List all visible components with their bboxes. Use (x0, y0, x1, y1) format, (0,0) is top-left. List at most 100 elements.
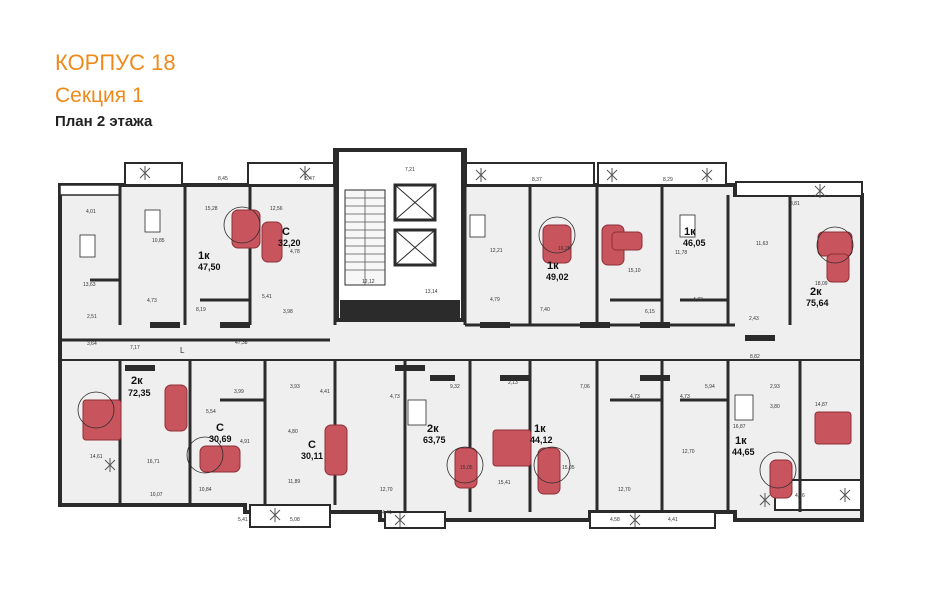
apt-type: 1к (198, 250, 210, 262)
room-area: 12,21 (490, 248, 503, 254)
sofa-icon (231, 209, 261, 249)
room-area: 11,78 (675, 250, 687, 256)
room-area: 4,41 (668, 517, 678, 523)
room-area: 47,38 (235, 340, 248, 346)
floor-title: План 2 этажа (55, 113, 153, 130)
apt-area: 75,64 (806, 298, 829, 308)
room-area: 4,41 (320, 389, 330, 395)
bed-icon (611, 231, 643, 251)
room-area: 15,41 (498, 480, 511, 486)
bed-icon (82, 399, 122, 441)
apt-area: 44,12 (530, 435, 553, 445)
room-area: 10,84 (199, 487, 212, 493)
room-area: 18,09 (815, 281, 828, 287)
sofa-icon (199, 445, 241, 473)
apt-area: 30,11 (301, 451, 323, 461)
room-area: 10,07 (150, 492, 163, 498)
sofa-icon (826, 253, 850, 283)
room-area: L (180, 346, 185, 355)
apt-type: С (308, 439, 316, 451)
room-area: 13,63 (83, 282, 96, 288)
room-area: 16,87 (733, 424, 746, 430)
room-area: 12,70 (682, 449, 695, 455)
apt-area: 47,50 (198, 262, 221, 272)
stair-core (335, 148, 465, 322)
room-area: 8,45 (218, 176, 228, 182)
sofa-icon (769, 459, 793, 499)
room-area: 11,89 (288, 479, 300, 485)
bed-icon (817, 231, 853, 257)
room-area: 4,79 (490, 297, 500, 303)
room-area: 8,19 (196, 307, 206, 313)
room-area: 3,99 (234, 389, 244, 395)
room-area: 4,58 (610, 517, 620, 523)
room-area: 5,94 (705, 384, 715, 390)
room-area: 12,56 (270, 206, 283, 212)
room-area: 7,06 (580, 384, 590, 390)
room-area: 3,64 (87, 341, 97, 347)
room-area: 5,41 (238, 517, 248, 523)
apartment-labels: 1к 47,50 С 32,20 1к 49,02 1к 46,05 2к 75… (128, 226, 829, 461)
apt-area: 46,05 (683, 238, 706, 248)
room-area: 4,73 (390, 394, 400, 400)
plant-icons (104, 166, 851, 527)
room-area: 5,47 (305, 176, 315, 182)
sofa-icon (324, 424, 348, 476)
room-area: 9,32 (450, 384, 460, 390)
room-area: 7,40 (540, 307, 550, 313)
room-area: 5,08 (290, 517, 300, 523)
room-area: 4,78 (290, 249, 300, 255)
apt-type: 1к (684, 226, 696, 238)
room-area: 4,41 (382, 510, 392, 516)
room-area: 16,25 (558, 246, 571, 252)
bed-icon (814, 411, 852, 445)
apt-area: 32,20 (278, 238, 301, 248)
apt-type: 1к (534, 423, 546, 435)
room-area: 14,61 (90, 454, 103, 460)
room-area: 14,87 (815, 402, 828, 408)
apt-area: 72,35 (128, 388, 151, 398)
room-area: 6,15 (645, 309, 655, 315)
apt-area: 30,69 (209, 434, 232, 444)
room-area: 4,91 (240, 439, 250, 445)
room-area: 4,01 (86, 209, 96, 215)
room-area: 2,93 (770, 384, 780, 390)
room-area: 7,17 (130, 345, 140, 351)
room-area: 4,73 (693, 297, 703, 303)
room-area: 8,81 (790, 201, 800, 207)
room-areas: 8,45 5,47 7,21 8,37 8,29 8,81 4,01 10,85… (83, 167, 828, 523)
room-area: 3,93 (290, 384, 300, 390)
room-area: 4,73 (147, 298, 157, 304)
sofa-icon (537, 447, 561, 495)
room-area: 2,43 (749, 316, 759, 322)
room-area: 4,26 (795, 493, 805, 499)
room-area: 15,05 (460, 465, 473, 471)
apt-area: 49,02 (546, 272, 569, 282)
room-area: 5,41 (262, 294, 272, 300)
room-area: 16,71 (147, 459, 160, 465)
room-area: 3,98 (283, 309, 293, 315)
apt-type: 1к (735, 435, 747, 447)
building-title: КОРПУС 18 (55, 50, 176, 75)
room-area: 4,80 (288, 429, 298, 435)
room-area: 13,14 (425, 289, 438, 295)
bed-icon (492, 429, 532, 467)
sofa-icon (261, 221, 283, 263)
furniture (82, 209, 853, 499)
room-area: 7,21 (405, 167, 415, 173)
room-area: 8,82 (750, 354, 760, 360)
apt-type: С (216, 422, 224, 434)
room-area: 10,85 (152, 238, 165, 244)
apt-type: 2к (810, 286, 822, 298)
sofa-icon (164, 384, 188, 432)
sofa-icon (454, 447, 478, 489)
apt-type: 2к (131, 375, 143, 387)
room-area: 8,29 (663, 177, 673, 183)
room-area: 12,70 (618, 487, 631, 493)
room-area: 2,13 (508, 380, 518, 386)
room-area: 11,63 (756, 241, 768, 247)
apt-area: 63,75 (423, 435, 446, 445)
room-area: 3,80 (770, 404, 780, 410)
sofa-icon (542, 224, 572, 264)
